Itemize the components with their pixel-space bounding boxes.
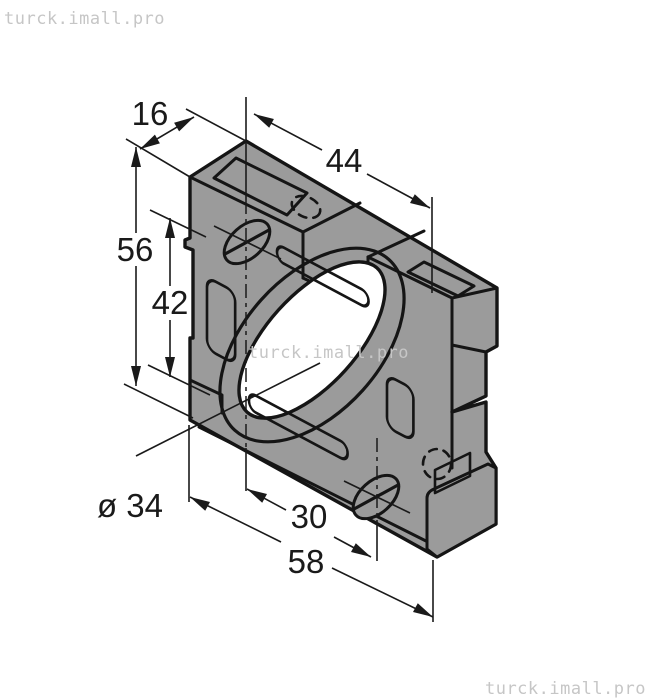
dimension-label-screw-spacing: 30 xyxy=(291,498,328,535)
hidden-hole-right xyxy=(421,447,453,481)
dimension-top-hole-spacing: 44 xyxy=(253,113,431,209)
dimension-label-depth: 16 xyxy=(132,95,169,132)
pocket-left xyxy=(205,278,237,363)
dimension-label-top-hole-spacing: 44 xyxy=(326,142,363,179)
watermark-center: turck.imall.pro xyxy=(248,343,409,363)
dimension-inner-height: 42 xyxy=(147,209,211,396)
dimension-overall-width: 58 xyxy=(188,425,434,622)
watermark-top-left: turck.imall.pro xyxy=(4,9,165,29)
hidden-hole-top xyxy=(290,194,322,220)
slot-bottom xyxy=(247,393,349,461)
bracket-body xyxy=(183,97,499,561)
dimension-bore-diameter: ø 34 xyxy=(97,362,321,524)
dimension-annotations: 16 56 42 44 xyxy=(97,95,434,622)
dimension-depth: 16 xyxy=(125,95,247,178)
top-hole-left xyxy=(212,156,309,217)
watermark-bottom-right: turck.imall.pro xyxy=(485,679,646,699)
recess-circle xyxy=(218,246,406,444)
face-pockets xyxy=(205,245,415,461)
dimension-label-inner-height: 42 xyxy=(152,284,189,321)
dimension-label-overall-height: 56 xyxy=(117,231,154,268)
dimension-overall-height: 56 xyxy=(117,147,194,419)
dimension-label-overall-width: 58 xyxy=(288,543,325,580)
center-lines xyxy=(213,97,433,561)
slot-top xyxy=(275,245,370,308)
dimension-screw-spacing: 30 xyxy=(246,488,372,558)
right-face-recess xyxy=(433,451,472,495)
center-bore-hole xyxy=(237,260,387,420)
dimension-label-bore-diameter: ø 34 xyxy=(97,487,163,524)
pocket-right xyxy=(385,376,415,440)
top-hole-right xyxy=(406,260,476,298)
